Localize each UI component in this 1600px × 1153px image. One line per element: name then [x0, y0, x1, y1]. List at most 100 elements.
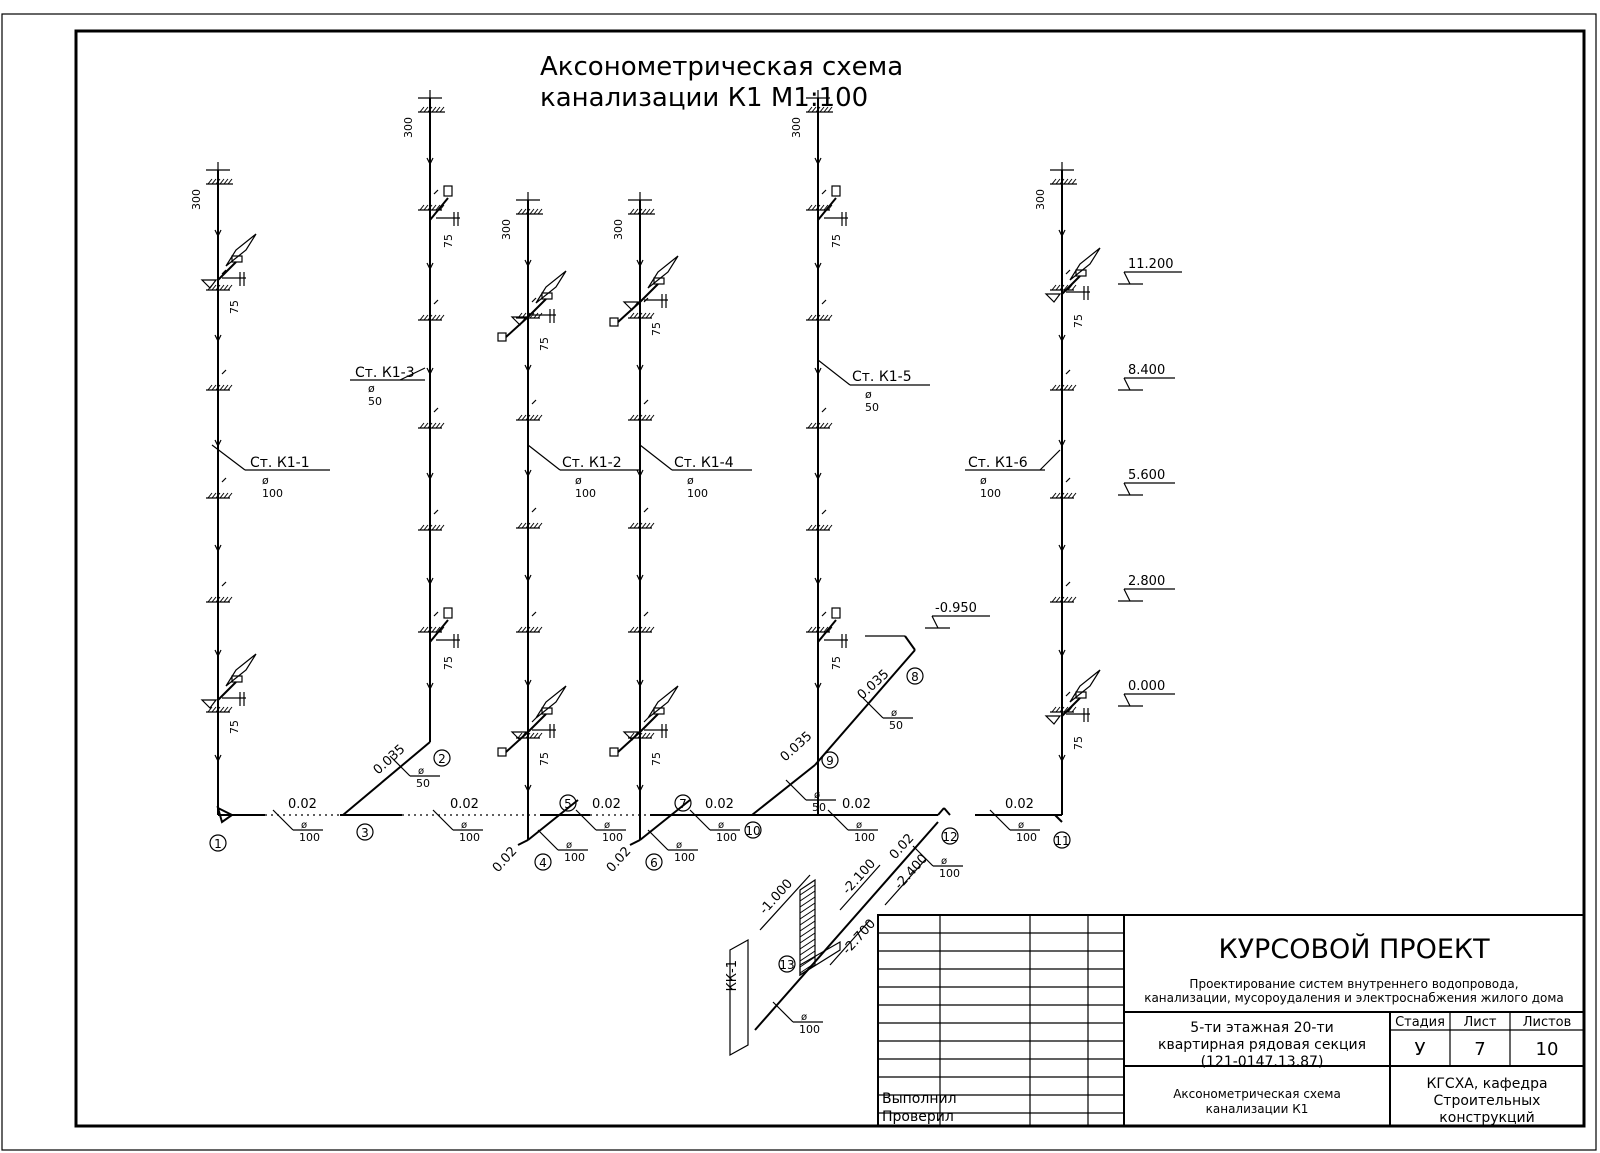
level-mark-5600: 5.600	[1118, 468, 1175, 496]
node-13: 13	[778, 955, 796, 973]
svg-text:2: 2	[438, 752, 446, 766]
svg-text:3: 3	[361, 826, 369, 840]
stamp-topic: Проектирование систем внутреннего водопр…	[1144, 977, 1564, 1005]
level-mark-0000: 0.000	[1118, 679, 1175, 707]
svg-text:8: 8	[911, 670, 919, 684]
level-mark-8400: 8.400	[1118, 363, 1175, 391]
svg-text:75: 75	[1072, 314, 1085, 328]
stamp-project-type: КУРСОВОЙ ПРОЕКТ	[1218, 933, 1490, 965]
node-12: 12	[941, 827, 959, 845]
svg-text:0.02: 0.02	[592, 797, 621, 812]
node-7: 7	[674, 794, 692, 812]
svg-text:75: 75	[538, 752, 551, 766]
riser-label-3: Ст. К1-3 ø 50	[350, 365, 426, 408]
riser-label-5: Ст. К1-5 ø 50	[817, 359, 930, 414]
main-collector	[216, 806, 1063, 824]
svg-text:100: 100	[564, 851, 585, 864]
svg-text:50: 50	[368, 395, 382, 408]
svg-text:75: 75	[1072, 736, 1085, 750]
diameter-tag: ø50	[389, 755, 440, 790]
svg-text:0.02: 0.02	[1005, 797, 1034, 812]
svg-text:ø: ø	[718, 820, 724, 831]
riser-vent-height: 300	[190, 189, 203, 210]
svg-text:Ст. К1-1: Ст. К1-1	[250, 455, 310, 471]
svg-text:5: 5	[564, 797, 572, 811]
svg-text:12: 12	[942, 830, 957, 844]
stamp-executed: Выполнил	[882, 1091, 957, 1107]
node-10: 10	[744, 821, 762, 839]
stamp-col-sheets: Листов	[1523, 1015, 1572, 1030]
svg-text:75: 75	[228, 300, 241, 314]
svg-text:ø: ø	[891, 708, 897, 719]
svg-text:-0.950: -0.950	[935, 601, 977, 616]
svg-text:100: 100	[980, 487, 1001, 500]
stamp-checked: Проверил	[882, 1109, 954, 1125]
svg-text:0.02: 0.02	[705, 797, 734, 812]
svg-text:0.02: 0.02	[288, 797, 317, 812]
svg-text:Ст. К1-4: Ст. К1-4	[674, 455, 734, 471]
svg-text:0.02: 0.02	[490, 844, 521, 876]
svg-text:0.000: 0.000	[1128, 679, 1165, 694]
svg-text:8.400: 8.400	[1128, 363, 1165, 378]
svg-text:75: 75	[650, 322, 663, 336]
diameter-tag: ø50	[862, 697, 913, 732]
svg-text:75: 75	[830, 234, 843, 248]
svg-text:Ст. К1-3: Ст. К1-3	[355, 365, 415, 381]
drawing-frame	[74, 29, 1586, 1128]
riser-label-1: Ст. К1-1 ø 100	[211, 444, 330, 500]
node-4: 4	[534, 853, 552, 871]
svg-text:-2.100: -2.100	[840, 856, 879, 897]
svg-text:ø: ø	[1018, 820, 1024, 831]
node-6: 6	[645, 853, 663, 871]
svg-text:13: 13	[779, 958, 794, 972]
svg-text:ø: ø	[262, 474, 269, 487]
svg-text:Ст. К1-2: Ст. К1-2	[562, 455, 622, 471]
svg-text:50: 50	[812, 801, 826, 814]
svg-text:100: 100	[262, 487, 283, 500]
svg-text:50: 50	[865, 401, 879, 414]
stamp-col-sheet: Лист	[1464, 1015, 1497, 1030]
level-mark-2800: 2.800	[1118, 574, 1175, 602]
svg-text:0.035: 0.035	[371, 742, 409, 778]
svg-text:1: 1	[214, 837, 222, 851]
svg-text:11: 11	[1054, 834, 1069, 848]
node-3: 3	[356, 823, 374, 841]
svg-text:9: 9	[826, 754, 834, 768]
stamp-sheet: 7	[1474, 1039, 1485, 1060]
svg-text:6: 6	[650, 856, 658, 870]
svg-text:100: 100	[459, 831, 480, 844]
svg-text:2.800: 2.800	[1128, 574, 1165, 589]
svg-text:100: 100	[602, 831, 623, 844]
svg-text:0.02: 0.02	[604, 844, 635, 876]
svg-text:100: 100	[299, 831, 320, 844]
svg-text:0.02: 0.02	[450, 797, 479, 812]
svg-text:50: 50	[416, 777, 430, 790]
riser-vent-height: 300	[402, 117, 415, 138]
outer-frame	[1, 13, 1597, 1151]
svg-text:11.200: 11.200	[1128, 257, 1174, 272]
riser-label-2: Ст. К1-2 ø 100	[527, 444, 640, 500]
node-2: 2	[433, 749, 451, 767]
riser-label-4: Ст. К1-4 ø 100	[639, 444, 752, 500]
svg-text:100: 100	[1016, 831, 1037, 844]
slope-labels: 0.02 0.02 0.02 0.02 0.02 0.02 0.035 0.03…	[288, 667, 1034, 876]
stamp-col-stage: Стадия	[1395, 1015, 1445, 1030]
svg-text:75: 75	[228, 720, 241, 734]
riser-vent-height: 300	[500, 219, 513, 240]
svg-text:75: 75	[442, 656, 455, 670]
svg-text:Ст. К1-5: Ст. К1-5	[852, 369, 912, 385]
